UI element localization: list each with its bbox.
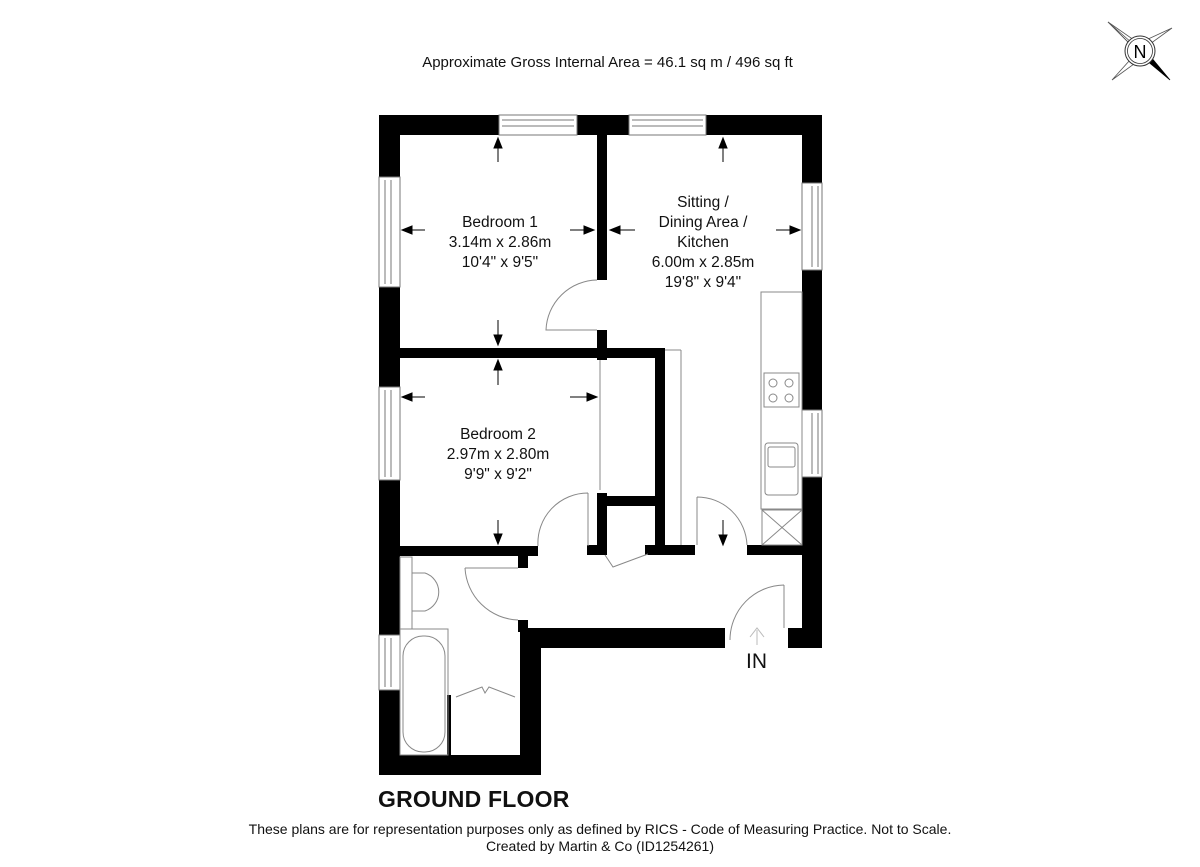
room-name-line-3: Kitchen [677, 234, 729, 251]
walls [379, 115, 822, 775]
room-bedroom-2: Bedroom 2 2.97m x 2.80m 9'9" x 9'2" [418, 425, 578, 485]
room-name: Bedroom 1 [462, 214, 538, 231]
entrance-label: IN [746, 650, 767, 673]
room-imperial: 10'4" x 9'5" [461, 254, 539, 271]
north-compass-icon: N [1107, 21, 1173, 81]
area-title: Approximate Gross Internal Area = 46.1 s… [422, 54, 793, 71]
room-metric: 2.97m x 2.80m [446, 446, 550, 463]
room-name-line-2: Dining Area / [658, 214, 748, 231]
entrance-arrow-icon [749, 627, 765, 645]
room-imperial: 9'9" x 9'2" [464, 466, 532, 483]
room-metric: 6.00m x 2.85m [651, 254, 755, 271]
credit-text: Created by Martin & Co (ID1254261) [486, 838, 714, 854]
room-bedroom-1: Bedroom 1 3.14m x 2.86m 10'4" x 9'5" [420, 213, 580, 273]
room-metric: 3.14m x 2.86m [448, 234, 552, 251]
room-name-line-1: Sitting / [677, 194, 729, 211]
dimension-arrows [400, 136, 802, 547]
room-name: Bedroom 2 [460, 426, 536, 443]
windows [378, 114, 823, 691]
room-imperial: 19'8" x 9'4" [664, 274, 742, 291]
compass-letter: N [1134, 42, 1147, 62]
room-sitting-dining-kitchen: Sitting / Dining Area / Kitchen 6.00m x … [623, 193, 783, 293]
doors-and-fixtures [399, 279, 803, 756]
floor-title: GROUND FLOOR [378, 786, 570, 812]
disclaimer-text: These plans are for representation purpo… [248, 821, 952, 837]
